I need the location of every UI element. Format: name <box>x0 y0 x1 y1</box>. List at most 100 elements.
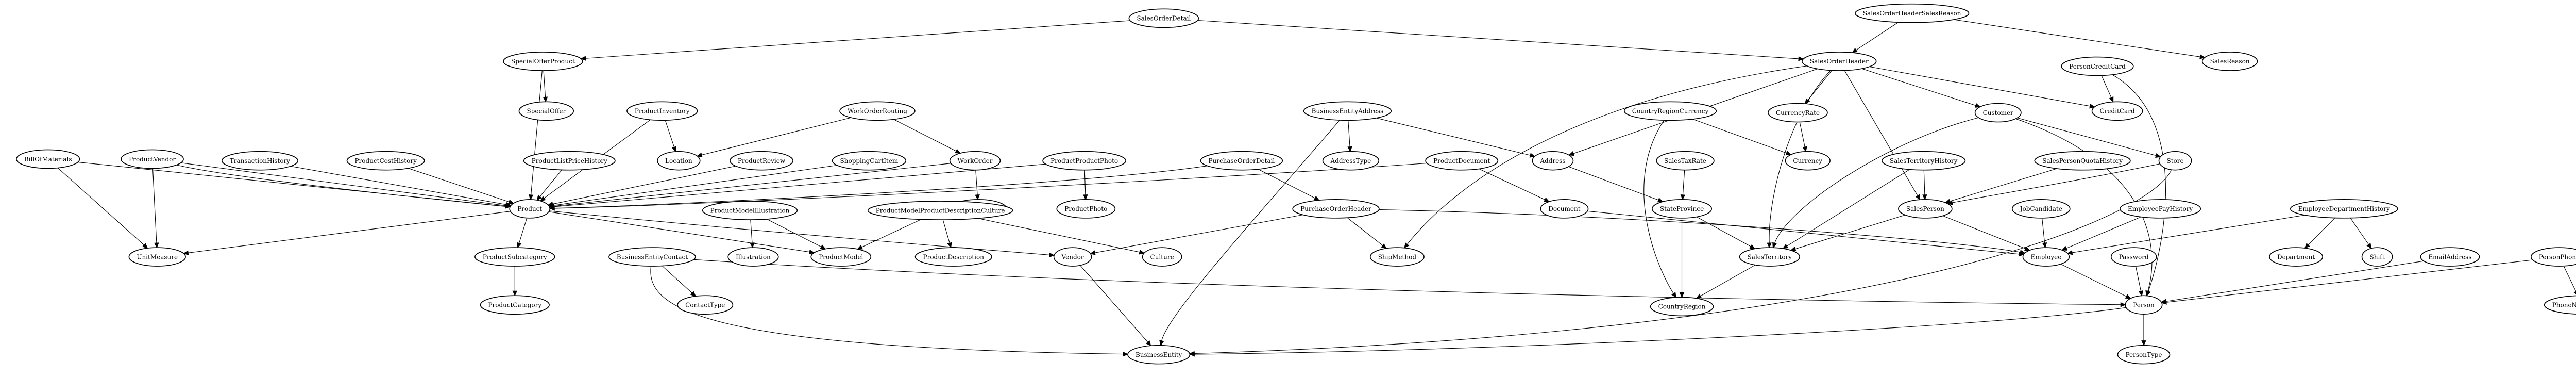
edge-work-order-to-scrap-reason <box>975 170 980 201</box>
edge-line <box>1161 120 1340 341</box>
edge-line <box>290 166 506 205</box>
edge-arrowhead <box>2145 290 2150 297</box>
node-person-type: PersonType <box>2117 345 2171 365</box>
node-product-cost-history: ProductCostHistory <box>346 151 425 171</box>
node-label: ProductInventory <box>635 108 690 115</box>
edge-arrowhead <box>1767 242 1772 249</box>
edge-document-to-employee <box>1587 210 2025 257</box>
edge-arrowhead <box>2155 153 2161 158</box>
node-label: SalesTerritory <box>1748 253 1792 260</box>
edge-arrowhead <box>671 146 676 153</box>
edge-employee-department-history-to-employee <box>2066 215 2305 255</box>
node-ellipse <box>2269 247 2323 267</box>
node-ellipse <box>1322 151 1380 171</box>
node-label: Person <box>2133 302 2155 309</box>
edge-arrowhead <box>2042 242 2047 249</box>
node-ellipse <box>1303 101 1392 121</box>
node-label: SpecialOfferProduct <box>511 58 575 65</box>
edge-line <box>2112 74 2166 292</box>
edge-arrowhead <box>1568 151 1574 156</box>
edge-line <box>2072 215 2305 253</box>
edge-arrowhead <box>1974 103 1981 108</box>
edge-arrowhead <box>1785 151 1792 156</box>
edge-sales-order-detail-to-sales-order-header <box>1197 20 1804 61</box>
node-label: ProductDescription <box>923 253 985 260</box>
node-ellipse <box>1652 199 1712 219</box>
edge-arrowhead <box>154 242 159 249</box>
edge-line <box>2066 217 2141 249</box>
edge-vendor-to-business-entity <box>1080 265 1151 347</box>
edge-arrowhead <box>2141 340 2146 346</box>
edge-line <box>2563 266 2576 292</box>
node-label: SpecialOffer <box>527 108 566 115</box>
edge-product-vendor-to-unit-measure <box>152 168 159 249</box>
edge-customer-to-sales-territory <box>1772 117 1979 249</box>
node-ellipse <box>1785 151 1831 171</box>
edge-arrowhead <box>543 96 548 103</box>
node-label: Employee <box>2030 253 2061 260</box>
edge-arrowhead <box>1189 352 1195 357</box>
node-label: EmailAddress <box>2428 253 2471 260</box>
node-person-credit-card: PersonCreditCard <box>2061 56 2134 76</box>
edge-sales-person-to-employee <box>1942 215 2030 251</box>
edge-line <box>978 218 1140 253</box>
node-ellipse <box>867 201 1013 220</box>
edge-line <box>1923 170 1925 195</box>
edge-line <box>1795 215 1906 250</box>
edge-line <box>531 70 543 195</box>
edge-line <box>176 165 1050 255</box>
edge-address-to-state-province <box>1568 166 1664 203</box>
edge-line <box>1376 118 1531 156</box>
node-label: Document <box>1548 205 1581 212</box>
edge-person-phone-to-person <box>2161 259 2533 305</box>
node-label: ProductVendor <box>129 156 176 163</box>
node-label: WorkOrderRouting <box>848 108 907 115</box>
node-ellipse <box>730 151 793 171</box>
node-ellipse <box>1127 345 1191 365</box>
edge-special-offer-product-to-product <box>528 70 543 201</box>
node-label: PhoneNumberType <box>2552 302 2576 309</box>
node-label: ContactType <box>685 302 725 309</box>
edge-arrowhead <box>1083 194 1088 201</box>
node-sales-order-header: SalesOrderHeader <box>1802 52 1877 71</box>
edge-arrowhead <box>142 243 148 249</box>
node-ellipse <box>810 247 872 267</box>
node-special-offer-product: SpecialOfferProduct <box>503 52 583 71</box>
node-shopping-cart-item: ShoppingCartItem <box>832 151 907 171</box>
edge-arrowhead <box>1139 250 1145 255</box>
node-sales-reason: SalesReason <box>2201 52 2258 71</box>
edge-transaction-history-to-product <box>290 166 512 207</box>
edge-person-to-business-entity <box>1189 307 2126 357</box>
edge-line <box>693 259 2121 305</box>
edge-sales-order-header-to-sales-person <box>1844 70 1921 201</box>
edge-line <box>554 162 1427 209</box>
edge-line <box>1942 215 2026 249</box>
edge-line <box>665 120 675 147</box>
edge-sales-person-quota-history-to-sales-person <box>1944 168 2057 204</box>
edge-product-document-to-product <box>549 162 1427 211</box>
edge-line <box>1954 19 2200 57</box>
edge-line <box>2060 264 2127 297</box>
edge-arrowhead <box>955 149 961 154</box>
node-label: ShipMethod <box>1378 253 1417 260</box>
node-label: PersonCreditCard <box>2069 63 2126 70</box>
node-label: ProductModel <box>819 253 863 260</box>
node-ellipse <box>1802 52 1877 71</box>
edge-business-entity-address-to-address-type <box>1347 120 1352 152</box>
edge-sales-order-header-sales-reason-to-sales-reason <box>1954 19 2206 59</box>
node-label: BusinessEntityAddress <box>1312 108 1384 115</box>
edge-line <box>1347 217 1383 246</box>
edge-arrowhead <box>1090 250 1096 255</box>
edge-line <box>408 168 510 203</box>
node-label: Location <box>665 157 692 165</box>
node-ellipse <box>1532 151 1574 171</box>
edge-arrowhead <box>2061 245 2068 251</box>
node-ellipse <box>657 151 701 171</box>
edge-arrowhead <box>947 242 952 249</box>
edge-line <box>1258 169 1315 199</box>
edge-sales-tax-rate-to-state-province <box>1680 170 1686 201</box>
node-sales-territory: SalesTerritory <box>1739 247 1800 267</box>
edge-line <box>767 219 822 248</box>
edge-arrowhead <box>508 199 514 204</box>
edge-line <box>1197 20 1799 59</box>
